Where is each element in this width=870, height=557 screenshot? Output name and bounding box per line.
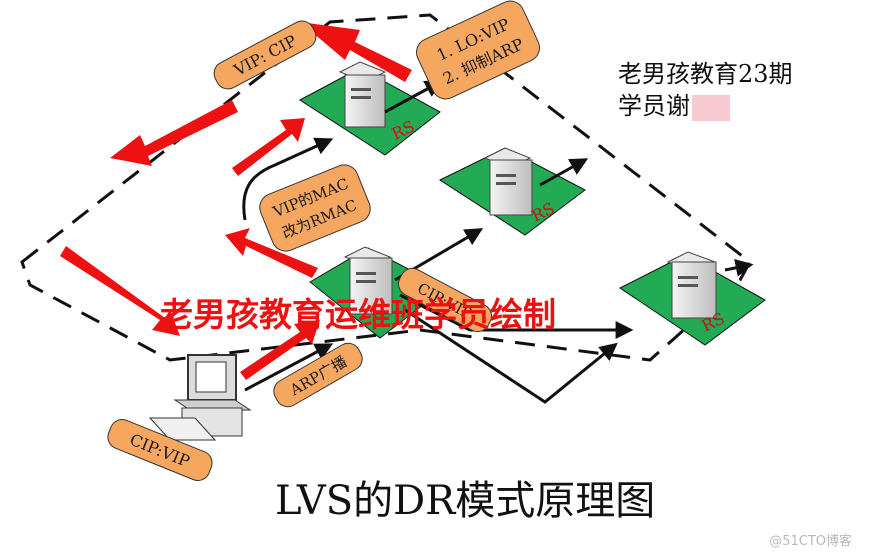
rs-server-right-icon (666, 251, 717, 319)
flow-client-to-director (244, 343, 334, 392)
client-computer-icon (148, 354, 252, 441)
rs-server-top-icon (338, 61, 387, 128)
red-arrow-response-left (110, 100, 238, 166)
red-arrow-client-to-lvs (240, 320, 320, 380)
overlay-red-text: 老男孩教育运维班学员绘制 (160, 295, 556, 334)
rs-server-middle-icon (483, 147, 533, 216)
flow-director-to-rs-right (404, 308, 618, 404)
credit-line-2: 学员谢 (618, 90, 793, 122)
red-arrow-to-director (225, 228, 318, 278)
red-arrow-response-top (300, 22, 412, 82)
diagram-title: LVS的DR模式原理图 (275, 478, 656, 524)
flow-director-to-rs-top (242, 137, 334, 221)
tag-vip-mac: VIP的MAC 改为RMAC (259, 164, 371, 252)
redacted-name-block (692, 94, 730, 121)
red-arrow-director-up (232, 118, 305, 176)
director-server-icon (343, 246, 393, 315)
flow-director-to-rs-right-2 (399, 293, 634, 339)
credit-text: 老男孩教育23期 学员谢 (618, 58, 793, 122)
flow-rs-middle-out (539, 158, 589, 187)
tag-lo-vip-arp: 1. LO:VIP 2. 抑制ARP (416, 0, 540, 100)
flow-rs-right-out (724, 258, 754, 277)
watermark-text: @51CTO博客 (769, 534, 852, 549)
red-arrow-client-in (60, 246, 180, 336)
credit-line-1: 老男孩教育23期 (618, 60, 793, 88)
credit-line-2-text: 学员谢 (618, 92, 690, 120)
tag-vip-cip: VIP: CIP (213, 20, 317, 90)
